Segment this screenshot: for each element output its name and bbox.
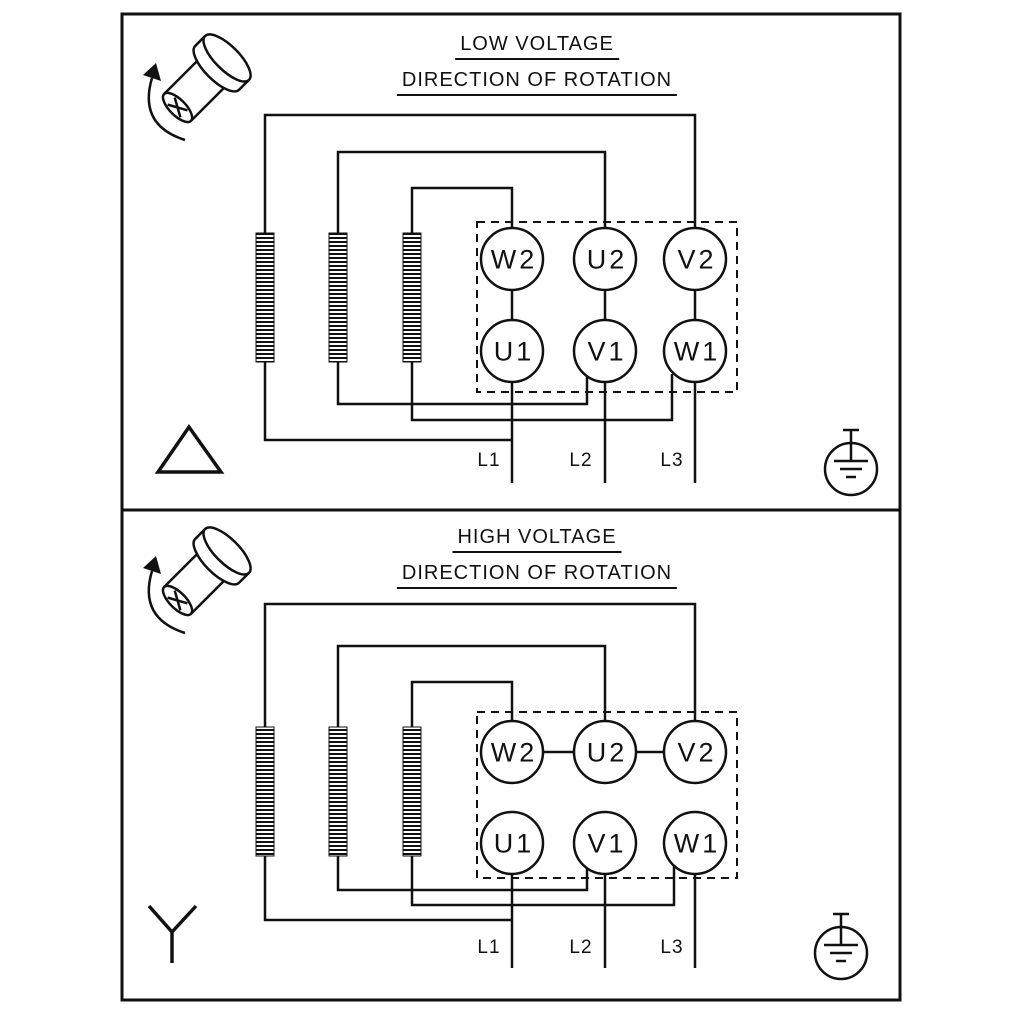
terminal-circles: [479, 226, 728, 384]
earth-ground-icon: [823, 428, 879, 497]
top-wires: [263, 602, 697, 727]
terminal-label-u2: U2: [586, 737, 628, 768]
motor-shaft-icon: [143, 526, 252, 635]
terminal-label-w2: W2: [490, 737, 538, 768]
low-voltage-diagram: [143, 33, 879, 497]
lead-label-l2: L2: [569, 450, 593, 471]
high-voltage-title: HIGH VOLTAGE: [452, 526, 622, 553]
terminal-box: [476, 711, 738, 879]
top-wires: [263, 113, 697, 233]
lead-label-l3: L3: [660, 937, 684, 958]
terminal-box: [476, 221, 738, 393]
supply-leads: [510, 874, 697, 968]
panel-borders: [120, 12, 902, 1002]
delta-connection-icon: [154, 423, 225, 474]
terminal-label-u1: U1: [493, 336, 535, 367]
lead-label-l1: L1: [477, 450, 501, 471]
lead-label-l2: L2: [569, 937, 593, 958]
bottom-wires: [263, 856, 676, 922]
terminal-label-v2: V2: [677, 737, 717, 768]
rotation-arrow: [147, 77, 186, 142]
winding-coils: [255, 726, 422, 857]
rotation-arrowhead: [143, 556, 161, 574]
terminal-label-u1: U1: [493, 828, 535, 859]
winding-coils: [255, 232, 422, 363]
terminal-label-v1: V1: [587, 828, 627, 859]
high-rotation-subtitle: DIRECTION OF ROTATION: [396, 562, 678, 589]
lead-label-l3: L3: [660, 450, 684, 471]
terminal-label-w1: W1: [673, 828, 721, 859]
rotation-arrow: [147, 570, 186, 635]
low-rotation-subtitle: DIRECTION OF ROTATION: [396, 69, 678, 96]
supply-leads: [510, 382, 697, 483]
terminal-circles: [479, 719, 728, 876]
delta-links: [510, 290, 697, 320]
rotation-arrowhead: [143, 63, 161, 81]
terminal-label-w2: W2: [490, 244, 538, 275]
terminal-label-v1: V1: [587, 336, 627, 367]
low-voltage-title: LOW VOLTAGE: [455, 33, 619, 60]
terminal-label-w1: W1: [673, 336, 721, 367]
star-connection-icon: [147, 904, 198, 963]
earth-ground-icon: [813, 912, 869, 981]
motor-shaft-icon: [143, 33, 252, 142]
bottom-wires: [263, 362, 674, 442]
lead-label-l1: L1: [477, 937, 501, 958]
terminal-label-u2: U2: [586, 244, 628, 275]
high-voltage-diagram: [143, 526, 869, 981]
terminal-label-v2: V2: [677, 244, 717, 275]
